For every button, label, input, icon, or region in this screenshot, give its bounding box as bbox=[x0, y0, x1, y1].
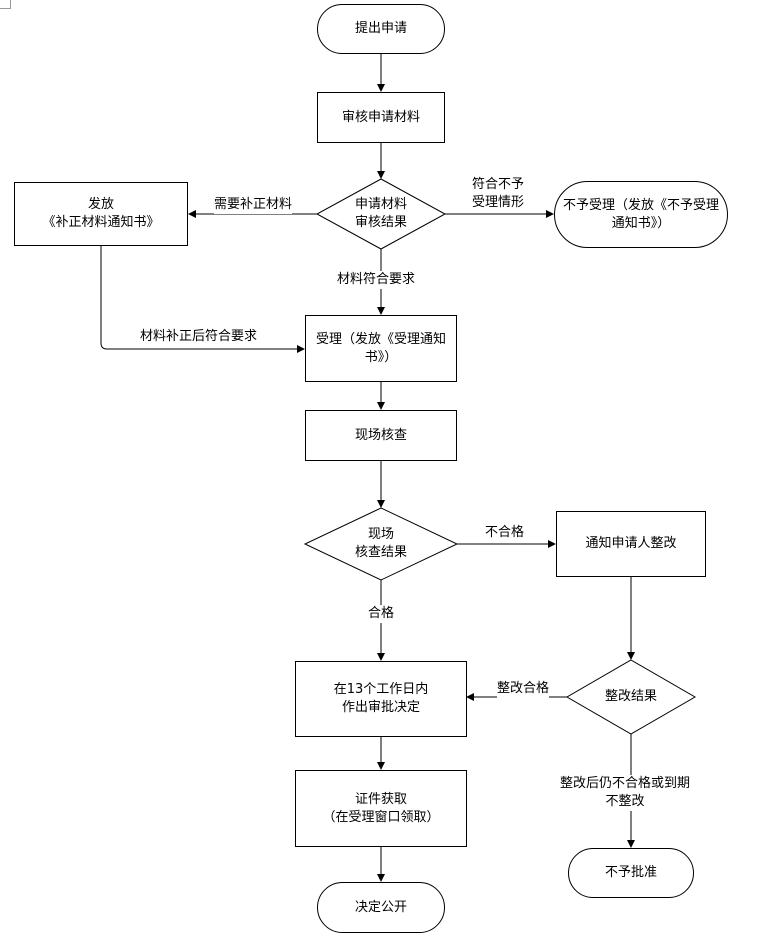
window-corner-mark bbox=[0, 0, 11, 9]
review-materials-node: 审核申请材料 bbox=[317, 92, 445, 143]
notify-rectify-text: 通知申请人整改 bbox=[585, 536, 677, 551]
label-need-supplement: 需要补正材料 bbox=[214, 196, 293, 214]
label-not-qualified-case: 符合不予 受理情形 bbox=[472, 176, 525, 212]
label-not-qualified-line2: 受理情形 bbox=[472, 195, 525, 210]
not-approved-node: 不予批准 bbox=[568, 848, 694, 898]
review-result-line2: 审核结果 bbox=[354, 215, 407, 230]
label-rectify-pass: 整改合格 bbox=[497, 680, 550, 698]
label-pass: 合格 bbox=[368, 605, 395, 623]
accept-node: 受理（发放《受理通知 书》） bbox=[305, 315, 457, 382]
inspection-result-node: 现场 核查结果 bbox=[336, 526, 426, 562]
certificate-line2: （在受理窗口领取） bbox=[322, 809, 440, 825]
label-rectify-fail-line2: 不整改 bbox=[605, 794, 645, 809]
label-supplement-ok: 材料补正后符合要求 bbox=[140, 328, 258, 346]
issue-supplement-line2: 《补正材料通知书》 bbox=[42, 215, 160, 230]
notify-rectify-node: 通知申请人整改 bbox=[556, 511, 706, 577]
site-inspection-node: 现场核查 bbox=[305, 410, 457, 461]
decision-node: 在13个工作日内 作出审批决定 bbox=[295, 661, 467, 737]
accept-line1: 受理（发放《受理通知 bbox=[315, 331, 446, 347]
rectify-result-node: 整改结果 bbox=[586, 688, 676, 706]
decision-line2: 作出审批决定 bbox=[341, 700, 420, 715]
site-inspection-text: 现场核查 bbox=[354, 427, 407, 443]
label-materials-ok: 材料符合要求 bbox=[337, 271, 416, 289]
issue-supplement-node: 发放 《补正材料通知书》 bbox=[14, 182, 188, 246]
accept-line2: 书》） bbox=[364, 349, 398, 365]
review-result-line1: 申请材料 bbox=[354, 197, 407, 212]
start-node: 提出申请 bbox=[317, 4, 445, 54]
decision-line1: 在13个工作日内 bbox=[333, 682, 429, 697]
label-rectify-fail: 整改后仍不合格或到期 不整改 bbox=[560, 775, 691, 811]
review-result-node: 申请材料 审核结果 bbox=[337, 196, 425, 232]
inspection-result-line2: 核查结果 bbox=[354, 545, 407, 560]
not-approved-text: 不予批准 bbox=[604, 865, 657, 880]
label-rectify-fail-line1: 整改后仍不合格或到期 bbox=[560, 776, 691, 791]
start-text: 提出申请 bbox=[354, 21, 407, 36]
publicize-text: 决定公开 bbox=[354, 899, 407, 915]
label-fail: 不合格 bbox=[485, 524, 525, 542]
certificate-node: 证件获取 （在受理窗口领取） bbox=[295, 770, 467, 847]
publicize-node: 决定公开 bbox=[317, 882, 445, 933]
label-not-qualified-line1: 符合不予 bbox=[472, 177, 525, 192]
certificate-line1: 证件获取 bbox=[354, 791, 407, 807]
rectify-result-text: 整改结果 bbox=[604, 689, 657, 704]
not-accepted-node: 不予受理（发放《不予受理 通知书》） bbox=[554, 181, 728, 248]
not-accepted-line2: 通知书》） bbox=[611, 215, 671, 231]
inspection-result-line1: 现场 bbox=[367, 527, 394, 542]
review-materials-text: 审核申请材料 bbox=[341, 109, 420, 125]
not-accepted-line1: 不予受理（发放《不予受理 bbox=[562, 197, 719, 213]
arrow-supplement-to-accept bbox=[100, 246, 305, 353]
issue-supplement-line1: 发放 bbox=[87, 197, 114, 212]
